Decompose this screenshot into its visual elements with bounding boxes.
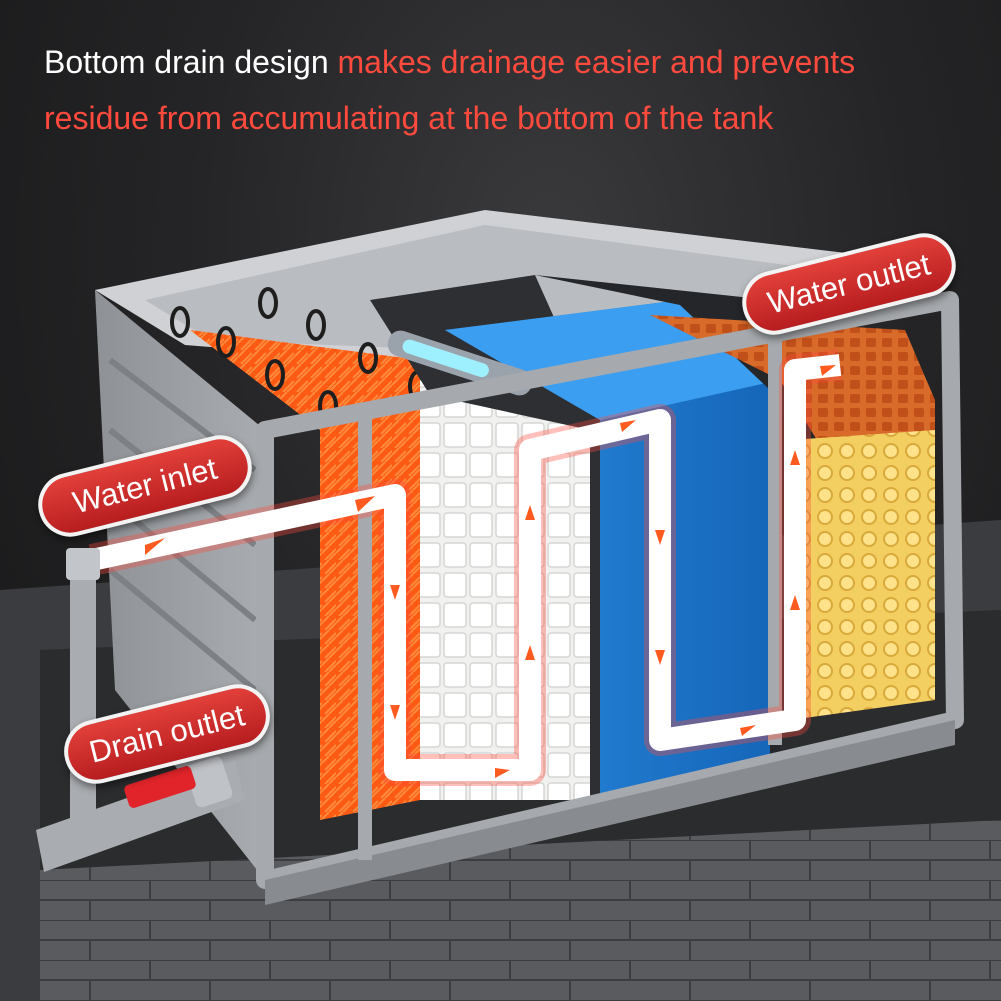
inlet-pipe <box>70 555 96 845</box>
headline: Bottom drain design makes drainage easie… <box>44 34 964 146</box>
water-flow-path <box>89 354 842 781</box>
flow-arrow-icon <box>145 365 836 778</box>
white-foam-media <box>420 380 600 800</box>
tank-divider <box>370 275 600 805</box>
headline-rest: makes drainage easier and prevents resid… <box>44 44 856 136</box>
valve-handle-icon <box>124 766 196 808</box>
headline-lead: Bottom drain design <box>44 44 329 80</box>
bio-ball-media <box>790 430 935 720</box>
brick-wall <box>40 820 1001 1001</box>
tank-front-posts <box>358 330 782 860</box>
blue-foam-media <box>445 300 780 800</box>
